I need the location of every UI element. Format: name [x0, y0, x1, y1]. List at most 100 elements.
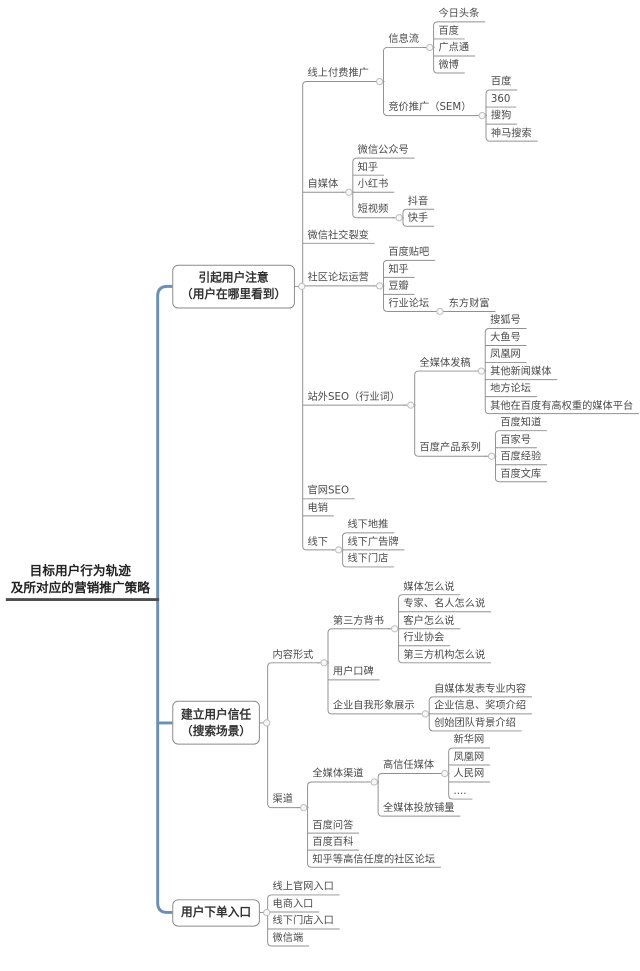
node-label[interactable]: 凤凰网: [490, 348, 521, 361]
node-label[interactable]: 渠道: [272, 793, 293, 806]
node-label[interactable]: 第三方机构怎么说: [403, 648, 486, 661]
node-label[interactable]: 竞价推广（SEM）: [388, 101, 472, 114]
node-label[interactable]: 微信社交裂变: [307, 229, 369, 241]
node-label[interactable]: 微博: [438, 58, 459, 71]
node-label[interactable]: 其他在百度有高权重的媒体平台: [490, 399, 634, 412]
collapse-handle[interactable]: [263, 908, 271, 917]
collapse-handle[interactable]: [395, 214, 403, 222]
collapse-handle[interactable]: [263, 719, 271, 727]
node-label[interactable]: 知乎: [388, 263, 409, 275]
node-label[interactable]: 信息流: [388, 33, 420, 46]
node-label[interactable]: 百家号: [500, 433, 531, 446]
node-label[interactable]: 内容形式: [272, 648, 314, 661]
collapse-handle[interactable]: [441, 769, 449, 778]
root-node[interactable]: 目标用户行为轨迹及所对应的营销推广策略: [8, 564, 153, 597]
branch-box[interactable]: 建立用户信任（搜索场景）: [172, 701, 260, 745]
node-label[interactable]: 电商入口: [272, 897, 314, 910]
node-label[interactable]: 电销: [307, 501, 328, 514]
node-label[interactable]: 社区论坛运营: [307, 271, 369, 284]
node-label[interactable]: 地方论坛: [490, 382, 531, 395]
node-label[interactable]: 线下广告牌: [347, 535, 399, 548]
collapse-handle[interactable]: [298, 282, 306, 290]
node-label[interactable]: 今日头条: [438, 7, 480, 20]
node-label[interactable]: 官网SEO: [307, 484, 350, 497]
node-label[interactable]: 媒体怎么说: [403, 580, 455, 593]
collapse-handle[interactable]: [345, 188, 353, 196]
node-label[interactable]: 线上付费推广: [307, 67, 369, 80]
node-label[interactable]: 客户怎么说: [403, 614, 455, 627]
node-label[interactable]: 企业信息、奖项介绍: [434, 699, 527, 712]
node-label[interactable]: 全媒体发稿: [419, 356, 471, 369]
node-label[interactable]: 知乎等高信任度的社区论坛: [312, 853, 436, 865]
collapse-handle[interactable]: [375, 77, 384, 86]
node-label[interactable]: 高信任媒体: [382, 759, 435, 772]
node-label[interactable]: 行业协会: [403, 631, 445, 644]
node-label[interactable]: 快手: [407, 212, 429, 224]
collapse-handle[interactable]: [426, 43, 434, 52]
node-label[interactable]: 豆瓣: [388, 280, 409, 292]
node-label[interactable]: 百度: [438, 24, 459, 37]
node-label[interactable]: 创始团队背景介绍: [434, 716, 516, 729]
node-label[interactable]: 专家、名人怎么说: [403, 597, 486, 610]
collapse-handle[interactable]: [300, 803, 308, 812]
node-label[interactable]: 百度经验: [500, 450, 542, 463]
node-label[interactable]: 凤凰网: [453, 750, 485, 763]
node-label[interactable]: 神马搜索: [490, 127, 532, 139]
node-label[interactable]: 自媒体发表专业内容: [434, 682, 527, 695]
node-label[interactable]: 搜狐号: [490, 314, 521, 327]
node-label[interactable]: 百度贴吧: [388, 246, 430, 258]
node-label[interactable]: 大鱼号: [490, 331, 521, 344]
node-label[interactable]: 第三方背书: [332, 614, 384, 627]
node-label[interactable]: 知乎: [357, 161, 379, 173]
node-label[interactable]: 用户口碑: [332, 665, 374, 678]
collapse-handle[interactable]: [477, 367, 485, 375]
node-label[interactable]: 360: [490, 92, 511, 105]
node-label[interactable]: 线下门店入口: [272, 914, 334, 927]
branch-box[interactable]: 引起用户注意（用户在哪里看到）: [172, 264, 295, 309]
node-label[interactable]: 百度: [490, 75, 512, 88]
node-label[interactable]: 其他新闻媒体: [490, 365, 552, 378]
collapse-handle[interactable]: [370, 778, 378, 786]
collapse-handle[interactable]: [436, 307, 444, 316]
node-label[interactable]: 线下地推: [347, 518, 389, 531]
collapse-handle[interactable]: [320, 659, 328, 667]
branch-box-label: 用户下单入口: [181, 905, 252, 919]
collapse-handle[interactable]: [478, 111, 486, 120]
node-label[interactable]: 全媒体渠道: [312, 767, 364, 780]
node-label[interactable]: 线下门店: [347, 552, 389, 565]
node-label[interactable]: 百度问答: [312, 819, 354, 831]
collapse-handle[interactable]: [421, 710, 429, 718]
node-label[interactable]: 全媒体投放铺量: [382, 801, 455, 814]
main-branch-spine: [5, 284, 173, 914]
node-label[interactable]: 微信端: [272, 931, 304, 944]
node-label[interactable]: 微信公众号: [357, 144, 409, 156]
collapse-handle[interactable]: [391, 625, 399, 633]
node-label[interactable]: 站外SEO（行业词）: [307, 391, 401, 403]
node-label[interactable]: 人民网: [453, 767, 485, 780]
node-label[interactable]: 搜狗: [490, 109, 512, 122]
node-label[interactable]: 行业论坛: [388, 297, 430, 310]
node-label[interactable]: 广点通: [438, 41, 470, 54]
node-label[interactable]: 自媒体: [307, 178, 339, 190]
collapse-handle[interactable]: [335, 546, 343, 554]
node-label[interactable]: ....: [453, 784, 467, 797]
branch-box[interactable]: 用户下单入口: [172, 898, 260, 927]
node-label[interactable]: 线上官网入口: [272, 880, 334, 893]
node-label[interactable]: 短视频: [357, 203, 389, 216]
node-label[interactable]: 百度产品系列: [419, 442, 481, 454]
collapse-handle[interactable]: [407, 401, 415, 409]
node-label[interactable]: 东方财富: [448, 297, 490, 310]
branch-box-label: 引起用户注意: [198, 270, 269, 285]
node-label[interactable]: 小红书: [357, 178, 389, 190]
node-label[interactable]: 抖音: [407, 195, 429, 207]
node-label[interactable]: 百度知道: [500, 416, 542, 429]
node-label[interactable]: 百度文库: [500, 467, 542, 480]
node-label[interactable]: 百度百科: [312, 836, 354, 848]
collapse-handle[interactable]: [375, 282, 384, 290]
collapse-handle[interactable]: [487, 452, 496, 460]
node-label[interactable]: 企业自我形象展示: [332, 699, 415, 712]
branch-box-label: （搜索场景）: [181, 723, 252, 738]
node-label[interactable]: 线下: [307, 535, 328, 548]
node-label[interactable]: 新华网: [453, 733, 485, 746]
